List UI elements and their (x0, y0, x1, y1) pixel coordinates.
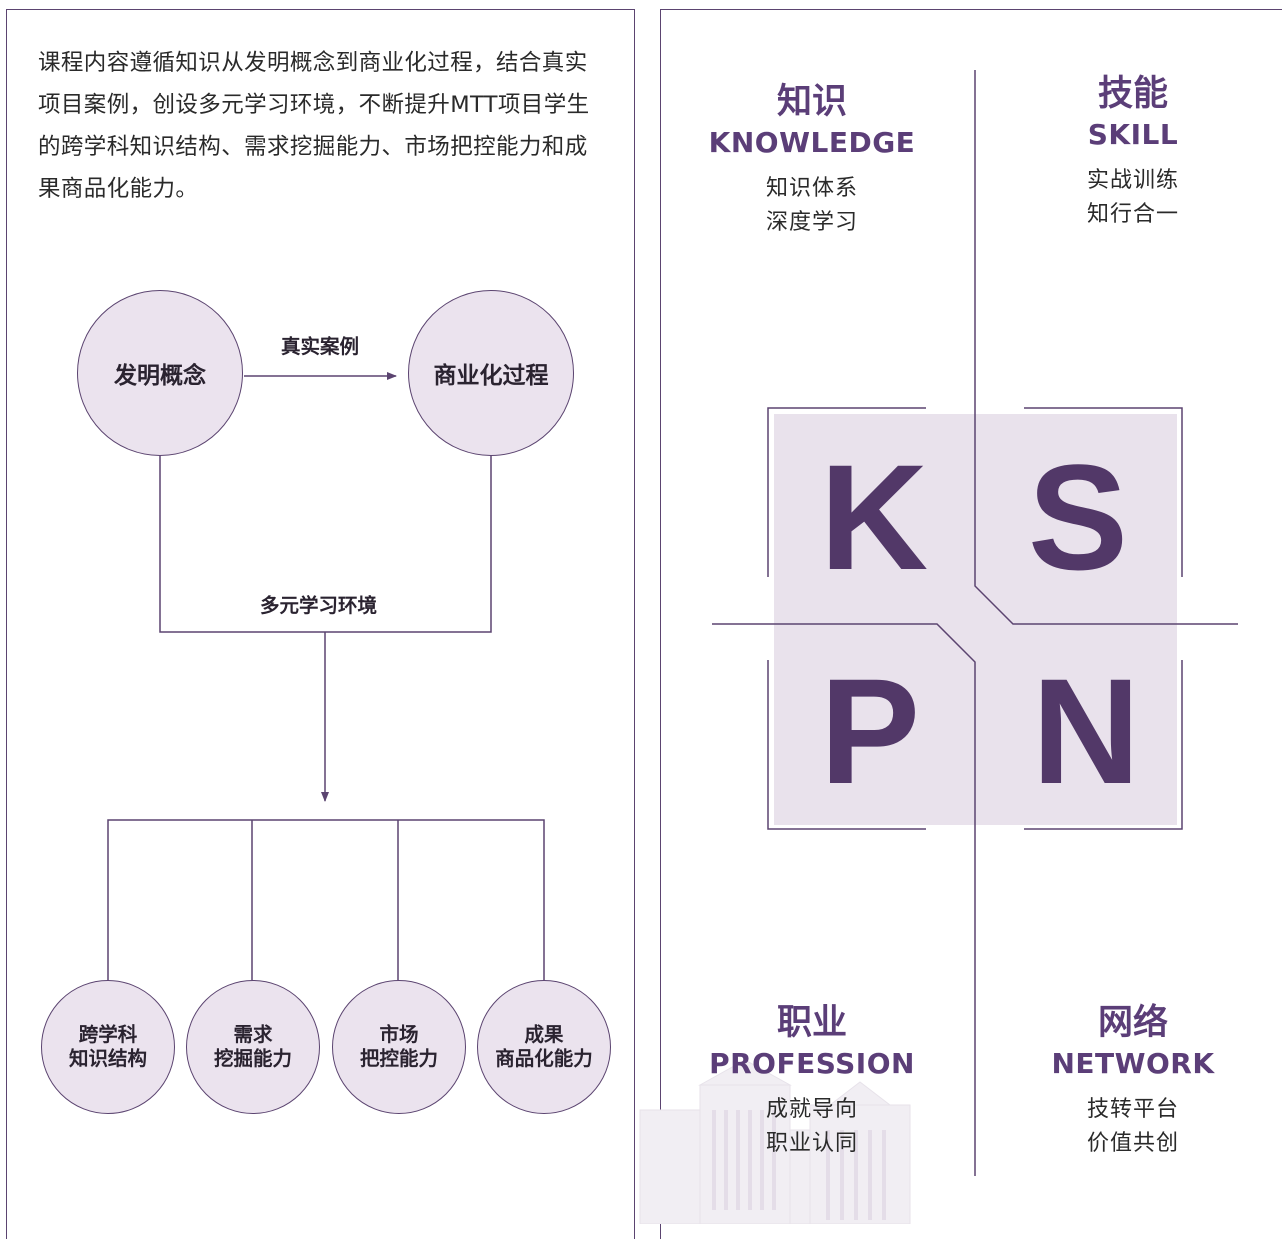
skill-title-cn: 技能 (1097, 74, 1168, 114)
outcome-commercialization: 成果 商品化能力 (477, 980, 611, 1114)
outcome-tree-top (107, 819, 545, 980)
outcome-interdisciplinary: 跨学科 知识结构 (41, 980, 175, 1114)
quadrant-profession: 职业 PROFESSION 成就导向 职业认同 (682, 1001, 942, 1161)
left-panel (6, 9, 635, 1239)
divider-vertical-top (974, 70, 1238, 625)
knowledge-line-2: 深度学习 (765, 210, 858, 235)
env-label: 多元学习环境 (260, 594, 378, 617)
bracket-top-left (767, 407, 926, 577)
intro-text: 课程内容遵循知识从发明概念到商业化过程，结合真实项目案例，创设多元学习环境，不断… (38, 50, 590, 202)
letter-p: P (819, 647, 921, 815)
network-line-2: 价值共创 (1086, 1131, 1179, 1156)
skill-line-1: 实战训练 (1086, 168, 1179, 193)
letter-n: N (1031, 647, 1141, 815)
node-commercialization: 商业化过程 (408, 290, 574, 456)
knowledge-line-1: 知识体系 (765, 176, 858, 201)
bracket-bottom-left (767, 660, 926, 830)
quadrant-skill: 技能 SKILL 实战训练 知行合一 (1003, 72, 1263, 232)
divider-vertical-bottom (712, 623, 976, 1176)
knowledge-title-cn: 知识 (776, 82, 847, 122)
right-panel (660, 9, 1282, 1239)
network-title-en: NETWORK (1051, 1047, 1215, 1080)
outcome-demand-mining: 需求 挖掘能力 (186, 980, 320, 1114)
node-invention-concept: 发明概念 (77, 290, 243, 456)
profession-line-2: 职业认同 (765, 1131, 858, 1156)
profession-title-en: PROFESSION (709, 1047, 915, 1080)
skill-line-2: 知行合一 (1086, 202, 1179, 227)
letter-s: S (1027, 433, 1129, 601)
arrow-label: 真实案例 (281, 335, 360, 358)
network-title-cn: 网络 (1097, 1003, 1168, 1043)
network-line-1: 技转平台 (1086, 1097, 1179, 1122)
quadrant-knowledge: 知识 KNOWLEDGE 知识体系 深度学习 (682, 80, 942, 240)
quadrant-network: 网络 NETWORK 技转平台 价值共创 (1003, 1001, 1263, 1161)
profession-line-1: 成就导向 (765, 1097, 858, 1122)
letter-k: K (819, 433, 929, 601)
knowledge-title-en: KNOWLEDGE (708, 126, 916, 159)
bracket-top-right (1024, 407, 1183, 577)
bracket-bottom-right (1024, 660, 1183, 830)
outcome-market-control: 市场 把控能力 (332, 980, 466, 1114)
profession-title-cn: 职业 (776, 1003, 847, 1043)
skill-title-en: SKILL (1087, 118, 1179, 151)
